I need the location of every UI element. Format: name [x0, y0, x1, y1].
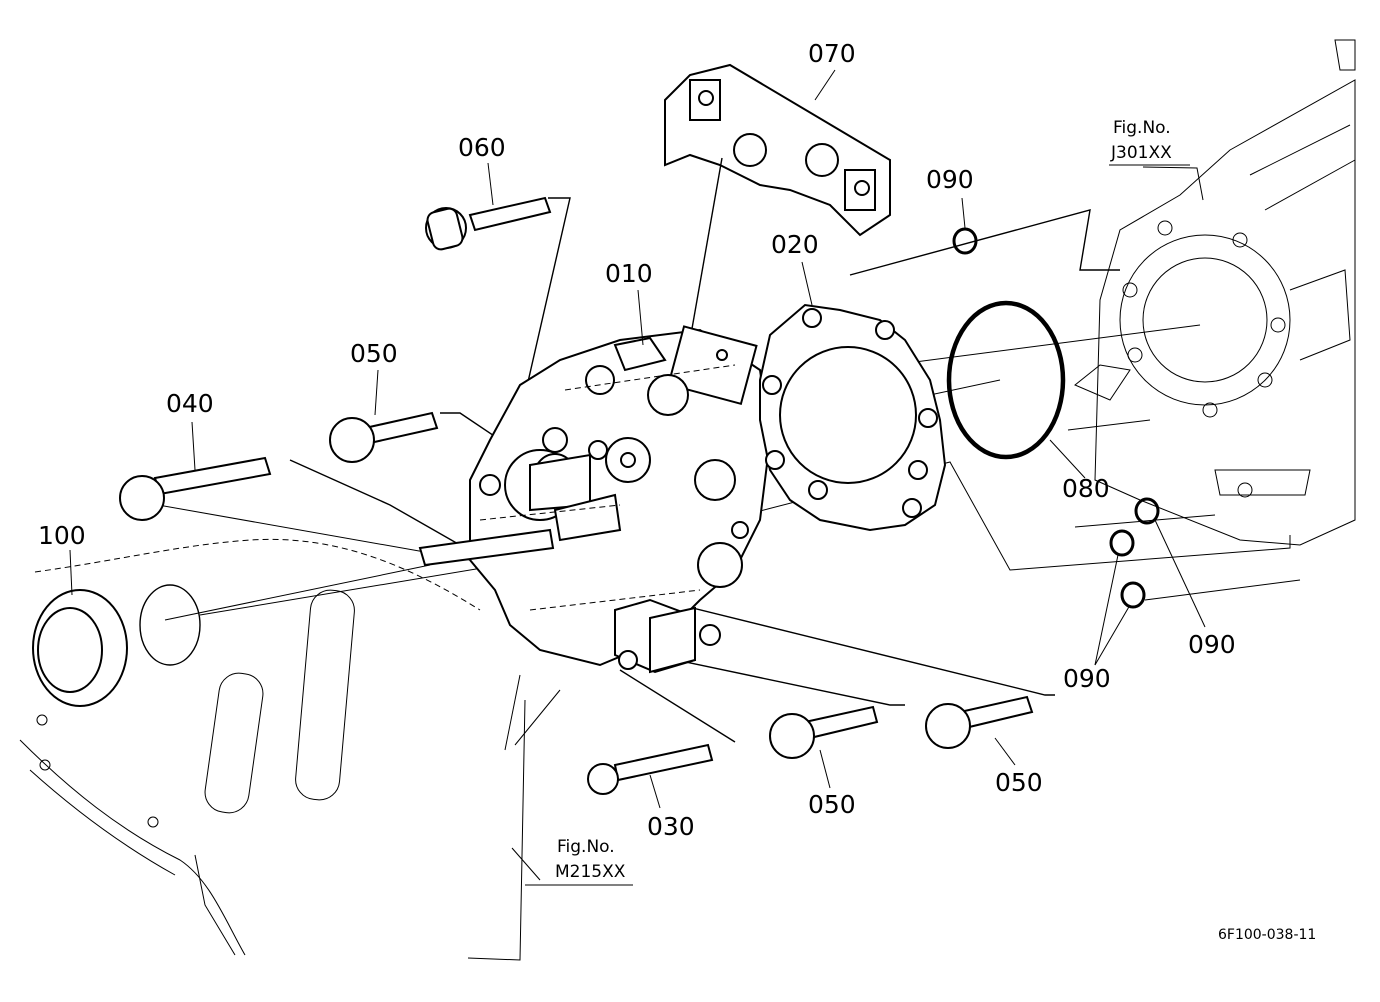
bolt-040 [119, 456, 272, 521]
pump-body-010 [418, 325, 772, 674]
engine-housing-left [19, 538, 481, 956]
bolt-050-lower-middle [769, 705, 879, 759]
label-050-lower-middle: 050 [808, 790, 856, 819]
label-090-right: 090 [1188, 630, 1236, 659]
callout-leaders [69, 69, 1206, 809]
label-050-lower-right: 050 [995, 768, 1043, 797]
o-rings-090 [952, 227, 1160, 609]
cap-100 [32, 584, 201, 707]
bolt-050-lower-right [925, 695, 1034, 749]
label-030: 030 [647, 812, 695, 841]
label-100: 100 [38, 521, 86, 550]
label-090-top: 090 [926, 165, 974, 194]
label-090-bottom: 090 [1063, 664, 1111, 693]
figure-ref-top-line2: J301XX [1110, 143, 1172, 163]
bolt-030 [587, 743, 714, 795]
label-050-upper: 050 [350, 339, 398, 368]
figure-ref-bottom-line1: Fig.No. [557, 837, 615, 857]
bolt-060 [425, 196, 552, 251]
figure-ref-bottom: Fig.No. M215XX [511, 837, 633, 886]
label-020: 020 [771, 230, 819, 259]
bolt-050-upper [329, 411, 439, 463]
figure-ref-top-line1: Fig.No. [1113, 118, 1171, 138]
label-080: 080 [1062, 474, 1110, 503]
o-ring-080 [946, 300, 1066, 460]
bracket-070 [664, 63, 891, 341]
figure-ref-top: Fig.No. J301XX [1109, 118, 1190, 166]
gasket-020 [759, 303, 947, 532]
label-040: 040 [166, 389, 214, 418]
engine-housing-right [1074, 39, 1356, 546]
drawing-code: 6F100-038-11 [1218, 927, 1316, 943]
label-010: 010 [605, 259, 653, 288]
figure-ref-bottom-line2: M215XX [555, 862, 626, 882]
label-060: 060 [458, 133, 506, 162]
label-070: 070 [808, 39, 856, 68]
